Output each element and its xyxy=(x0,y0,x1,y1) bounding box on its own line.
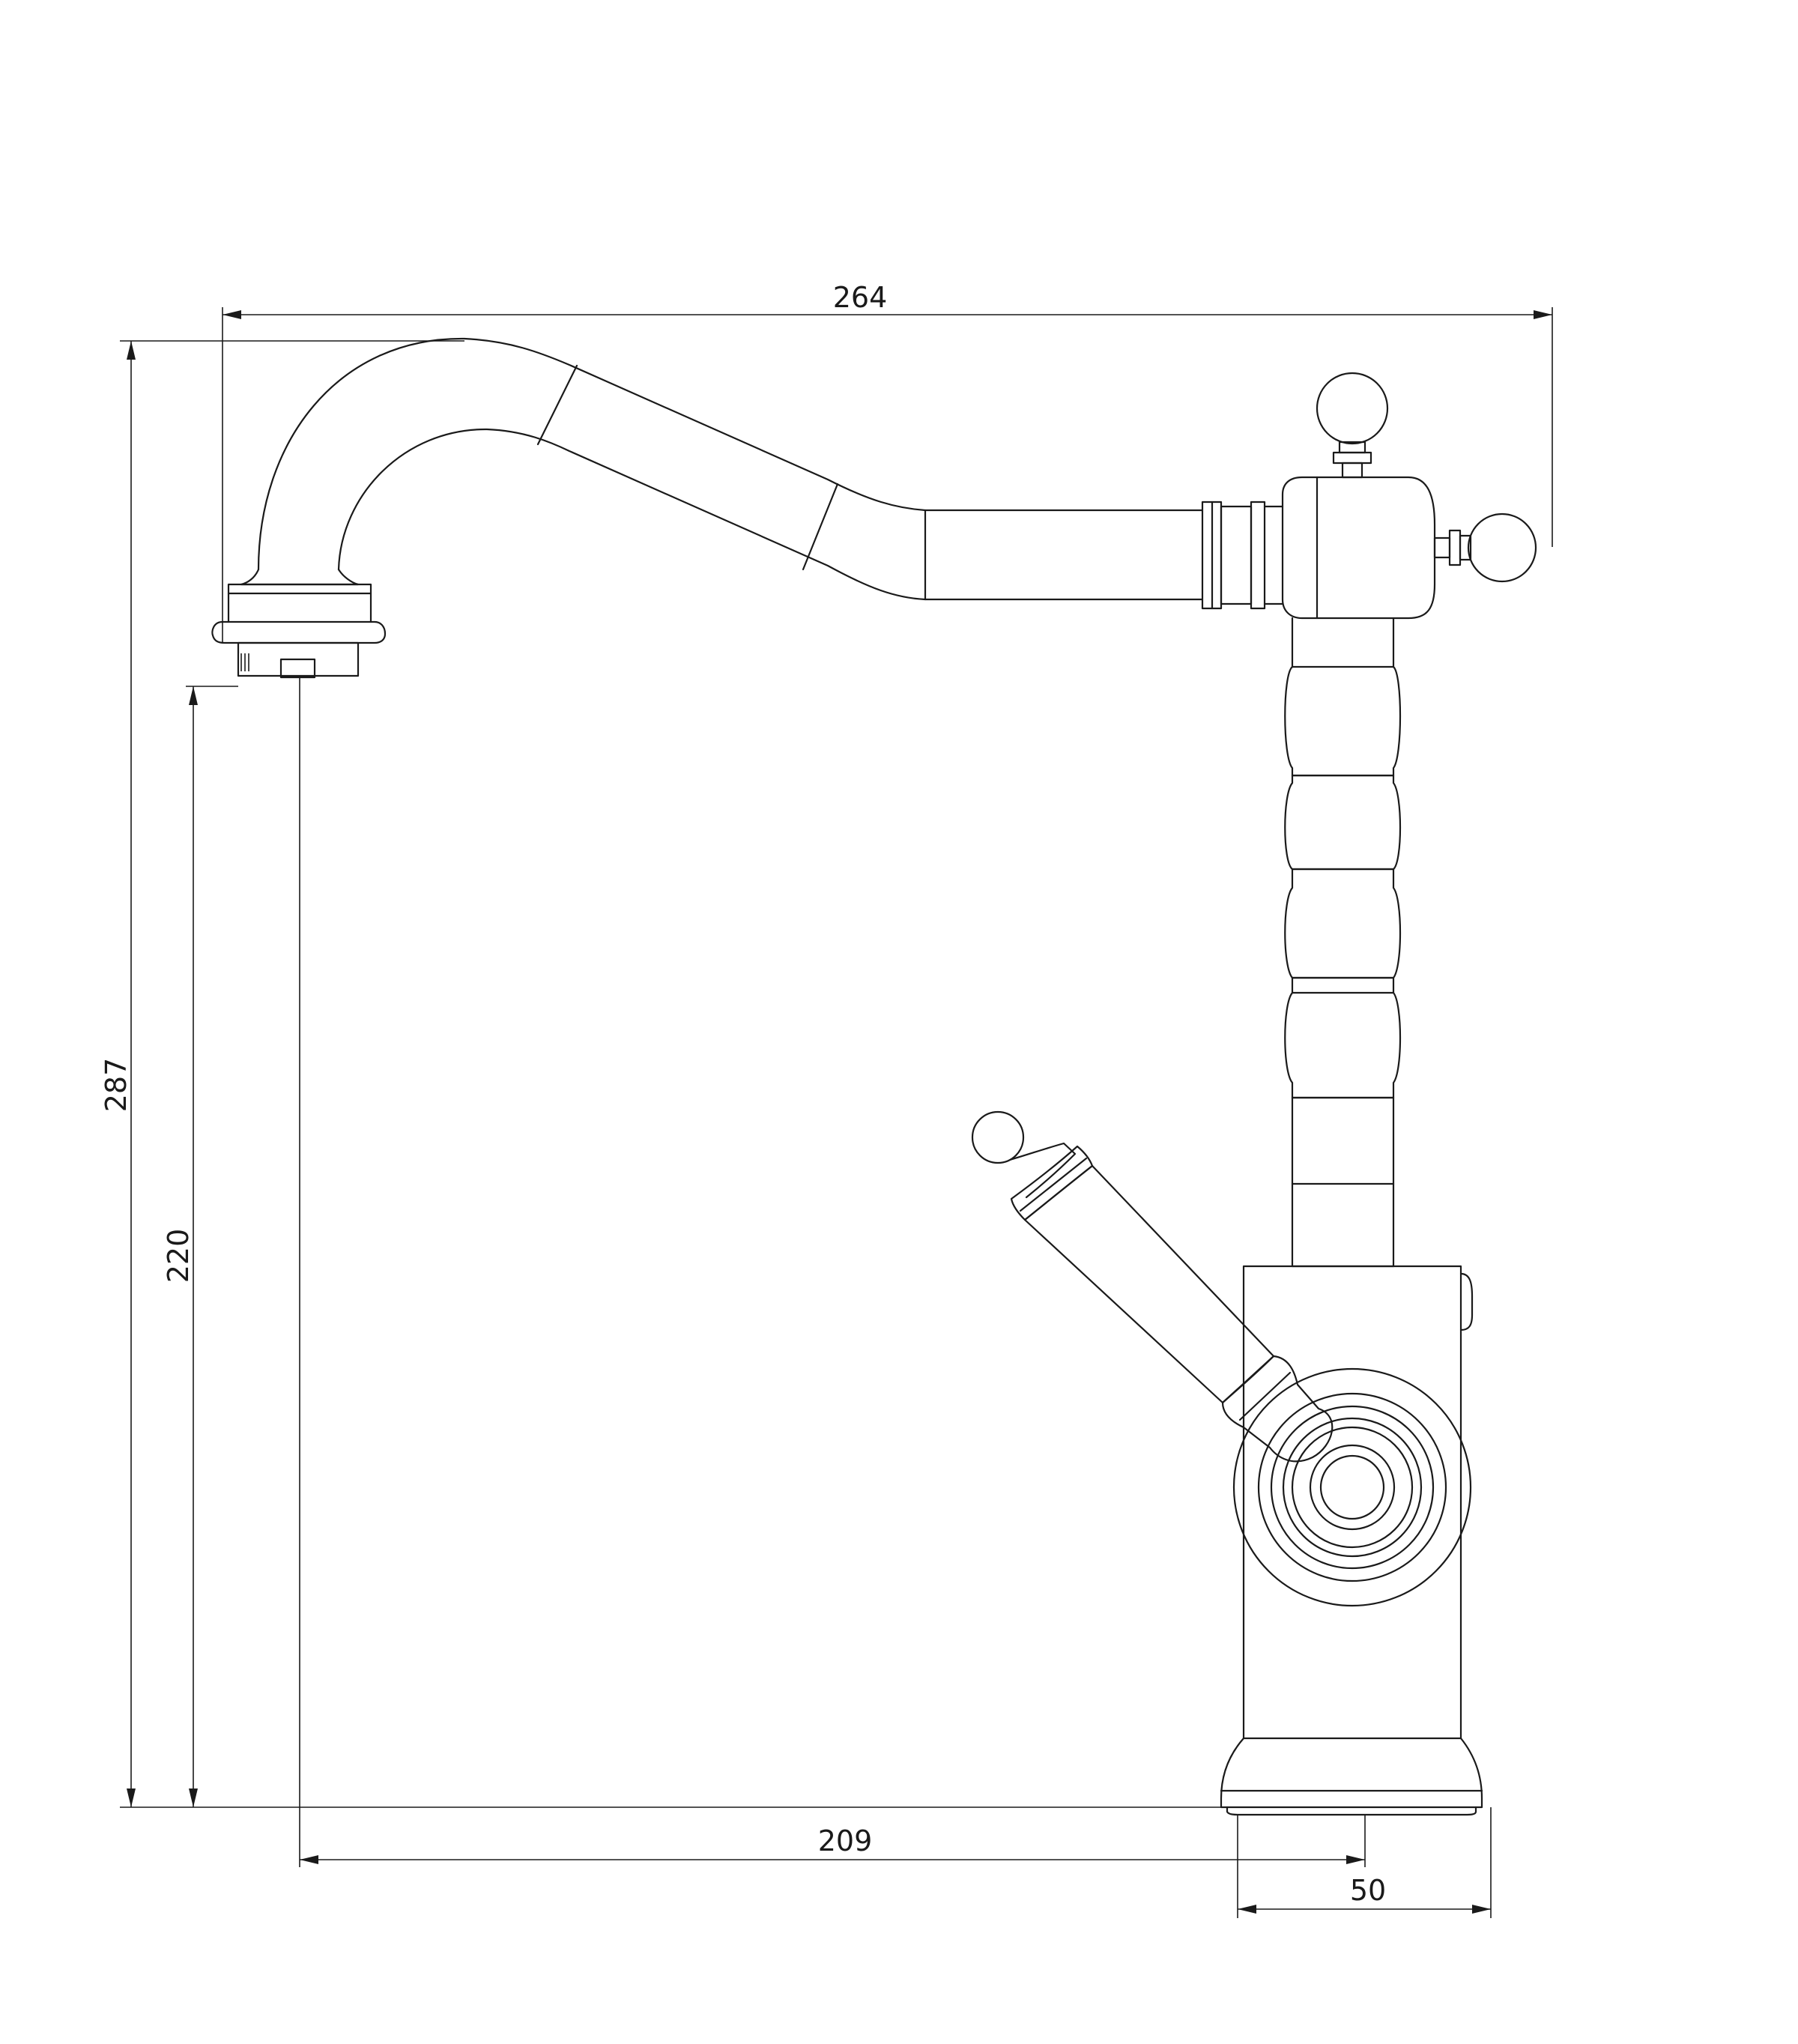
spout-seam-1 xyxy=(536,364,578,446)
spout-seam-2 xyxy=(802,483,839,571)
dim-287-arrow-top xyxy=(127,341,136,360)
side-knob-ball xyxy=(1467,512,1537,583)
column-low-segment xyxy=(1284,976,1402,1099)
nozzle-collar xyxy=(240,568,360,586)
lever-neck xyxy=(1008,1142,1077,1199)
faucet-outline xyxy=(211,337,1537,1816)
rosette-ring-2 xyxy=(1270,1405,1435,1570)
spout-collar-2 xyxy=(1220,505,1253,605)
lever-handle xyxy=(971,1110,1334,1463)
rosette-outer xyxy=(1232,1367,1472,1607)
top-knob-stem xyxy=(1332,451,1372,465)
top-knob-base xyxy=(1341,462,1363,479)
dim-287-arrow-bottom xyxy=(127,1788,136,1807)
top-knob-ball xyxy=(1316,372,1389,445)
dim-50-label: 50 xyxy=(1350,1874,1386,1907)
spout-inner xyxy=(337,428,1204,601)
aerator-outlet xyxy=(279,658,316,679)
side-knob-base xyxy=(1433,536,1451,559)
nozzle-tip xyxy=(237,641,360,677)
column-mid-segment-1 xyxy=(1284,774,1402,871)
dimension-lines: 264 287 220 209 50 xyxy=(100,281,1553,1918)
nozzle-body xyxy=(227,583,372,623)
spout-outer xyxy=(257,337,1204,571)
dim-264-label: 264 xyxy=(833,281,888,314)
side-knob-neck xyxy=(1459,534,1472,561)
base-bottom-ring xyxy=(1226,1806,1477,1816)
nozzle-ring xyxy=(211,620,387,644)
dim-264-arrow-right xyxy=(1534,310,1552,319)
dim-209-label: 209 xyxy=(818,1824,873,1857)
dim-264-arrow-left xyxy=(223,310,241,319)
base-flange xyxy=(1220,1737,1483,1809)
dim-220-arrow-top xyxy=(189,686,198,705)
column-mid-segment-2 xyxy=(1284,868,1402,979)
lever-ferrule xyxy=(1221,1355,1334,1463)
lever-ferrule-line xyxy=(1238,1371,1292,1421)
dim-209-arrow-right xyxy=(1346,1855,1365,1864)
head-block xyxy=(1281,476,1436,620)
lever-collar-line xyxy=(1019,1157,1088,1212)
column-top-segment xyxy=(1284,617,1402,777)
body-side-pin xyxy=(1459,1272,1474,1331)
dim-220-label: 220 xyxy=(162,1229,195,1283)
dim-220-arrow-bottom xyxy=(189,1788,198,1807)
rosette-ring-1 xyxy=(1257,1392,1447,1582)
dim-287-label: 287 xyxy=(100,1058,133,1113)
dim-50-arrow-right xyxy=(1472,1905,1491,1914)
lever-knob-ball xyxy=(971,1110,1025,1164)
rosette-center xyxy=(1319,1454,1385,1520)
dim-209-arrow-left xyxy=(300,1855,318,1864)
rosette-ring-3 xyxy=(1282,1417,1423,1558)
dim-50-arrow-left xyxy=(1238,1905,1256,1914)
rosette-ring-5 xyxy=(1309,1444,1396,1531)
lower-body xyxy=(1242,1265,1462,1740)
side-knob-stem xyxy=(1448,529,1462,566)
lever-body xyxy=(1023,1164,1275,1404)
rosette-ring-4 xyxy=(1291,1426,1414,1549)
spout-collar-4 xyxy=(1250,501,1266,610)
